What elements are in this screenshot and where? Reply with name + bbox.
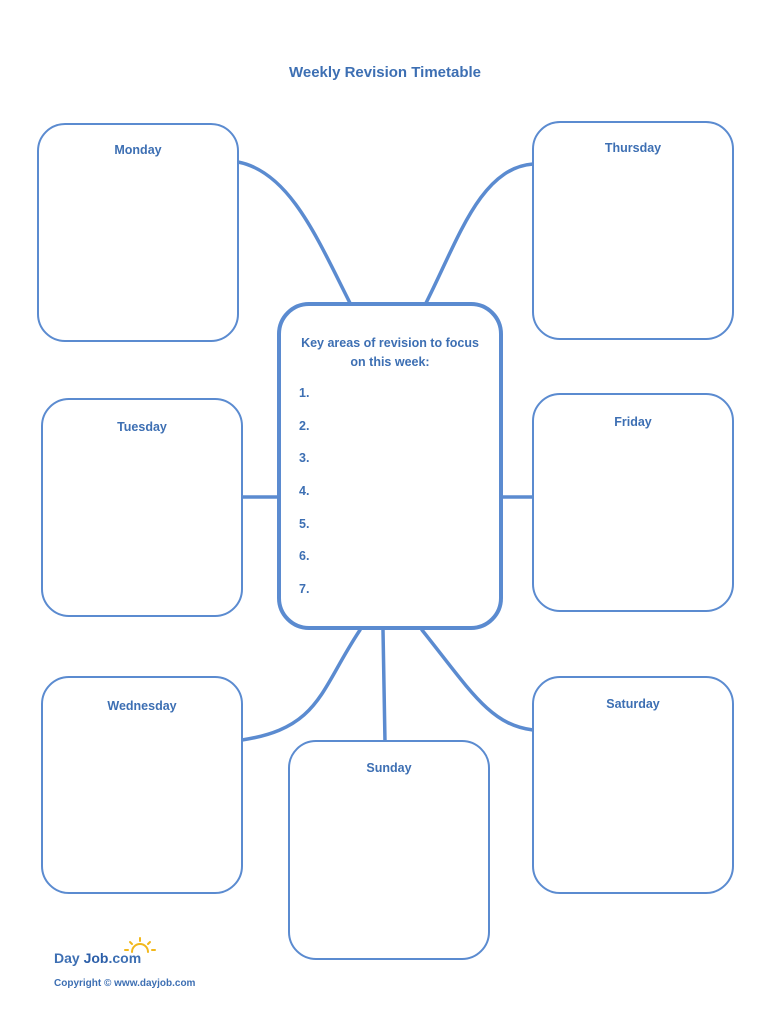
connector-saturday xyxy=(420,628,535,732)
connector-monday xyxy=(236,160,352,305)
day-label-tuesday: Tuesday xyxy=(117,420,167,434)
list-item[interactable]: 6. xyxy=(299,549,310,564)
day-box-wednesday[interactable]: Wednesday xyxy=(41,676,243,894)
focus-areas-box[interactable]: Key areas of revision to focus on this w… xyxy=(277,302,503,630)
list-item[interactable]: 7. xyxy=(299,582,310,597)
day-box-friday[interactable]: Friday xyxy=(532,393,734,612)
logo-com-text: .com xyxy=(108,950,142,966)
connector-thursday xyxy=(424,162,535,305)
day-label-friday: Friday xyxy=(614,415,652,429)
connector-wednesday xyxy=(240,628,362,742)
connector-sunday xyxy=(381,628,387,744)
list-item[interactable]: 5. xyxy=(299,516,310,531)
page-title: Weekly Revision Timetable xyxy=(288,64,482,81)
day-label-monday: Monday xyxy=(114,143,162,157)
focus-areas-list: 1. 2. 3. 4. 5. 6. 7. xyxy=(299,386,309,615)
list-item[interactable]: 1. xyxy=(299,386,310,400)
list-item[interactable]: 4. xyxy=(299,484,310,499)
day-label-thursday: Thursday xyxy=(604,141,662,155)
day-label-sunday: Sunday xyxy=(366,761,412,775)
list-item[interactable]: 3. xyxy=(299,451,310,466)
day-box-thursday[interactable]: Thursday xyxy=(532,121,734,340)
day-label-wednesday: Wednesday xyxy=(107,699,177,713)
logo-job-text: Job xyxy=(83,950,109,966)
day-box-sunday[interactable]: Sunday xyxy=(288,740,490,960)
day-box-saturday[interactable]: Saturday xyxy=(532,676,734,894)
copyright-text: Copyright © www.dayjob.com xyxy=(54,978,196,989)
sun-icon xyxy=(124,937,156,953)
day-box-tuesday[interactable]: Tuesday xyxy=(41,398,243,617)
list-item[interactable]: 2. xyxy=(299,418,310,433)
day-box-monday[interactable]: Monday xyxy=(37,123,239,342)
day-label-saturday: Saturday xyxy=(606,697,660,711)
logo-day-text: Day xyxy=(54,950,80,966)
focus-areas-heading: Key areas of revision to focus on this w… xyxy=(301,336,479,369)
